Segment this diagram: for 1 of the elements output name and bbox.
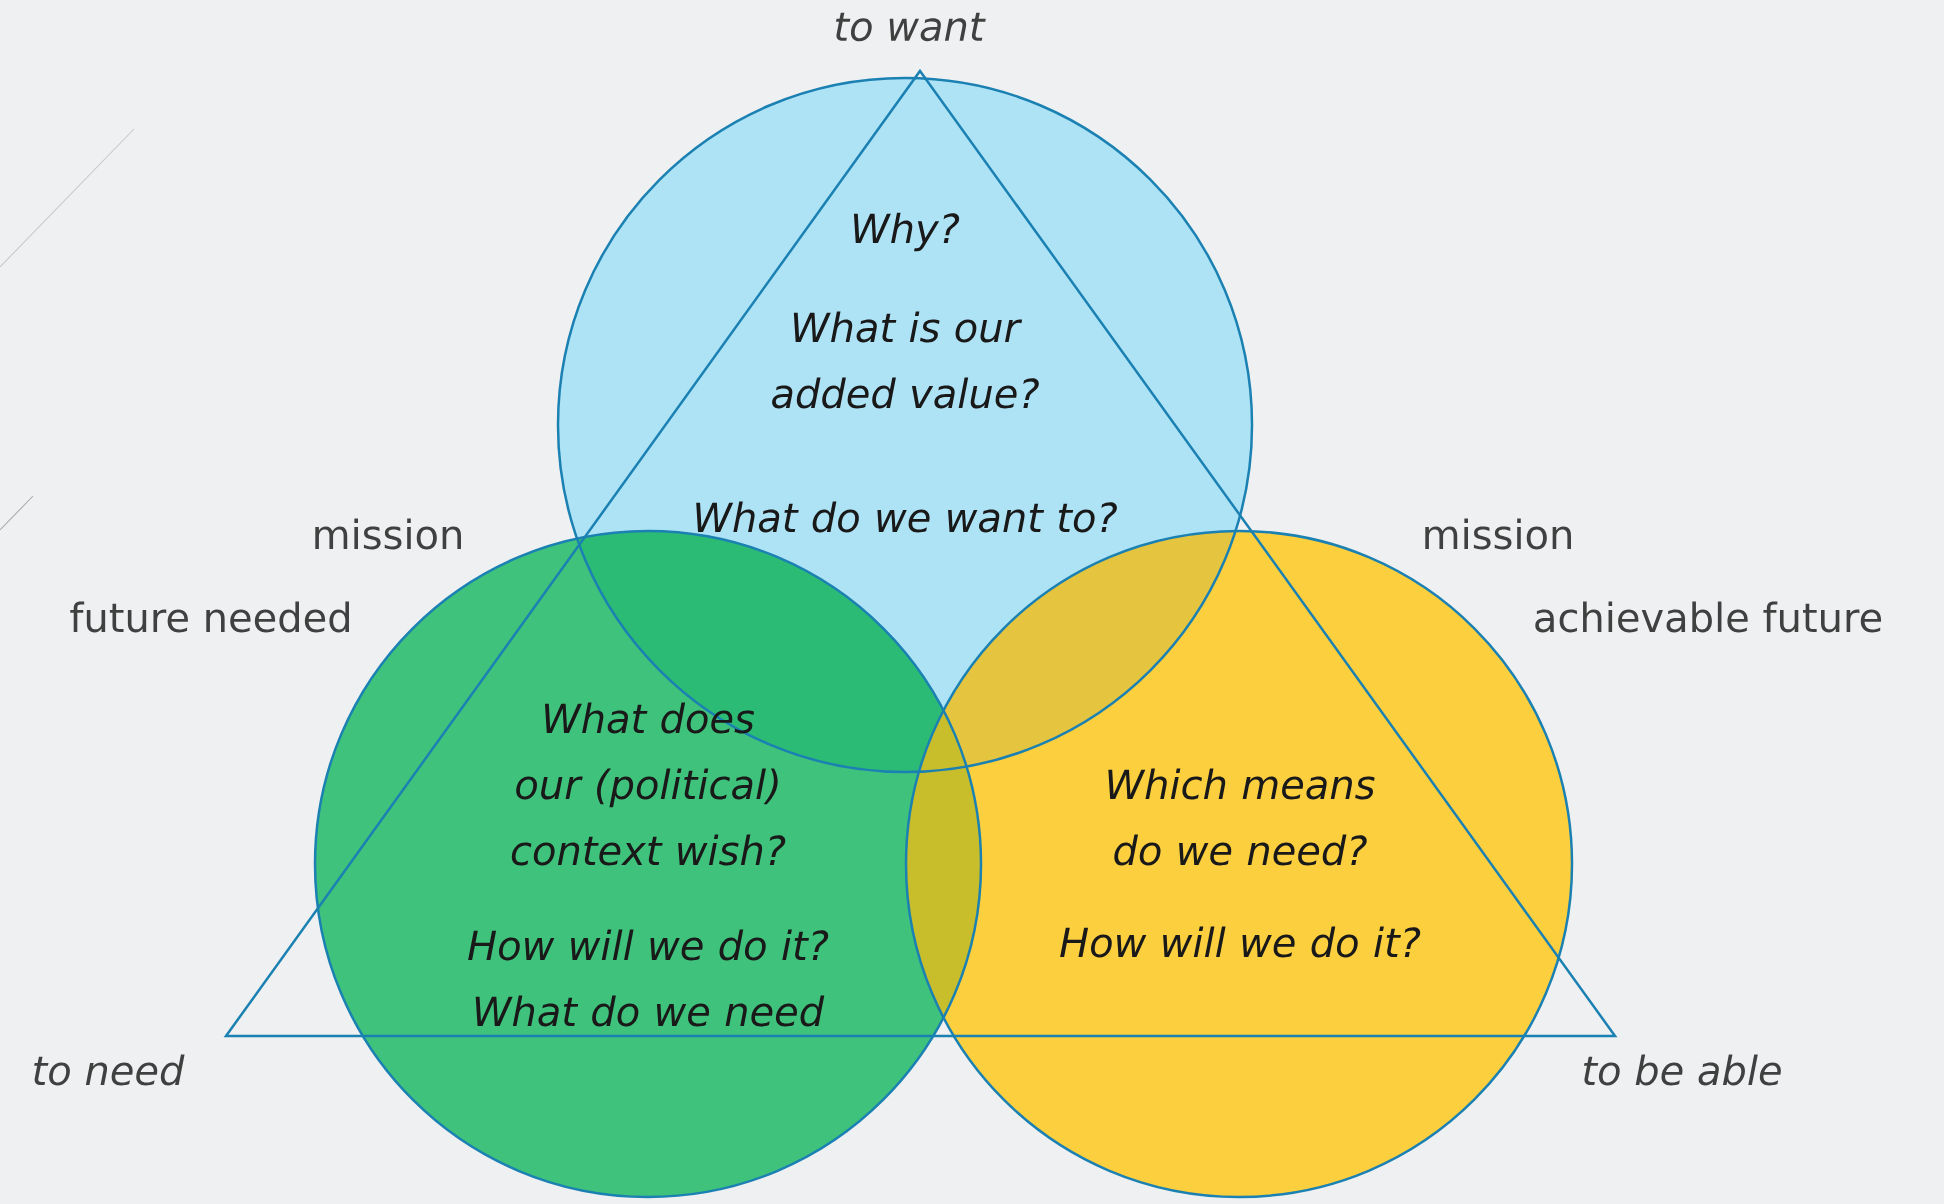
vertex-label: to need: [34, 1054, 185, 1086]
